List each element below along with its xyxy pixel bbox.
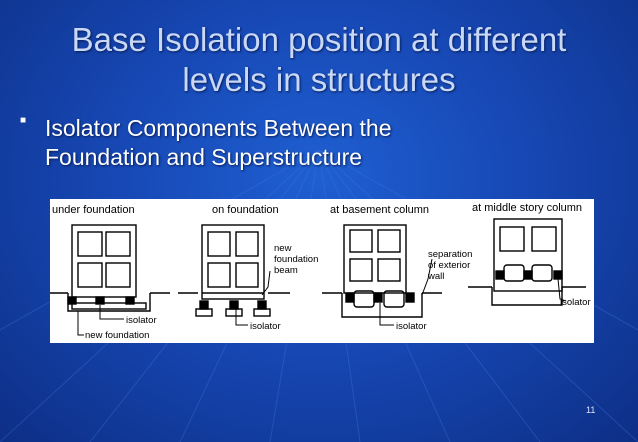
- label-beam: beam: [274, 265, 298, 276]
- label-isolator-2: isolator: [250, 321, 281, 332]
- bullet-text: Isolator Components Between the Foundati…: [45, 114, 475, 172]
- label-isolator-1: isolator: [126, 315, 157, 326]
- panel-at-middle-story-column: [468, 218, 586, 306]
- heading-on-foundation: on foundation: [212, 204, 279, 216]
- heading-under-foundation: under foundation: [52, 204, 135, 216]
- title-line-1: Base Isolation position at different: [71, 21, 567, 58]
- isolation-figure: under foundation isolator new foundation…: [50, 199, 594, 343]
- label-separation: separation: [428, 249, 472, 260]
- bullet-line-1: Isolator Components Between the: [45, 115, 392, 141]
- isolation-diagram: under foundation isolator new foundation…: [50, 202, 591, 341]
- slide-title: Base Isolation position at different lev…: [20, 20, 618, 100]
- label-isolator-4: isolator: [560, 297, 591, 308]
- bullet-marker-icon: ■: [20, 115, 27, 126]
- label-new-foundation: new foundation: [85, 330, 149, 341]
- panel-under-foundation: [50, 224, 170, 336]
- heading-at-basement-column: at basement column: [330, 204, 429, 216]
- heading-at-middle-story-column: at middle story column: [472, 202, 582, 214]
- label-wall: wall: [427, 271, 444, 282]
- label-isolator-3: isolator: [396, 321, 427, 332]
- label-foundation: foundation: [274, 254, 318, 265]
- page-number: 11: [586, 405, 596, 415]
- label-of-exterior: of exterior: [428, 260, 470, 271]
- title-line-2: levels in structures: [182, 61, 456, 98]
- label-new: new: [274, 243, 292, 254]
- panel-at-basement-column: [322, 224, 442, 326]
- panel-on-foundation: [178, 224, 290, 326]
- bullet-line-2: Foundation and Superstructure: [45, 144, 363, 170]
